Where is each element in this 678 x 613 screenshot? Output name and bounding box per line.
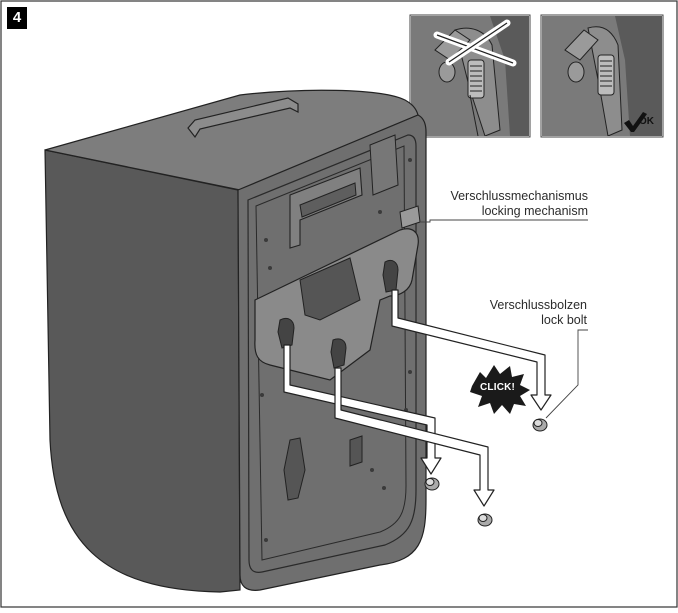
- lock-bolts: [424, 418, 548, 527]
- cross-icon: [433, 19, 517, 67]
- arrow-left: [334, 367, 495, 507]
- arrow-right: [391, 289, 552, 411]
- leader-lines: [420, 219, 588, 419]
- mounting-arrows: [283, 289, 552, 507]
- click-label: CLICK!: [480, 382, 516, 393]
- locking-mechanism-label: Verschlussmechanismus locking mechanism: [440, 189, 588, 219]
- step-number-badge: 4: [7, 7, 27, 29]
- pannier-bag: [44, 89, 427, 593]
- lock-bolt-label-de: Verschlussbolzen: [489, 298, 587, 312]
- locking-mechanism-label-de: Verschlussmechanismus: [450, 189, 588, 203]
- arrow-middle: [283, 344, 442, 475]
- ok-label: OK: [639, 116, 654, 127]
- inset-wrong: [409, 14, 531, 138]
- lock-bolt-label-en: lock bolt: [541, 313, 587, 327]
- inset-correct: [540, 14, 664, 138]
- click-burst-icon: [470, 365, 530, 414]
- checkmark-icon: OK: [623, 111, 663, 133]
- locking-mechanism-label-en: locking mechanism: [481, 204, 588, 218]
- lock-bolt-label: Verschlussbolzen lock bolt: [460, 298, 587, 328]
